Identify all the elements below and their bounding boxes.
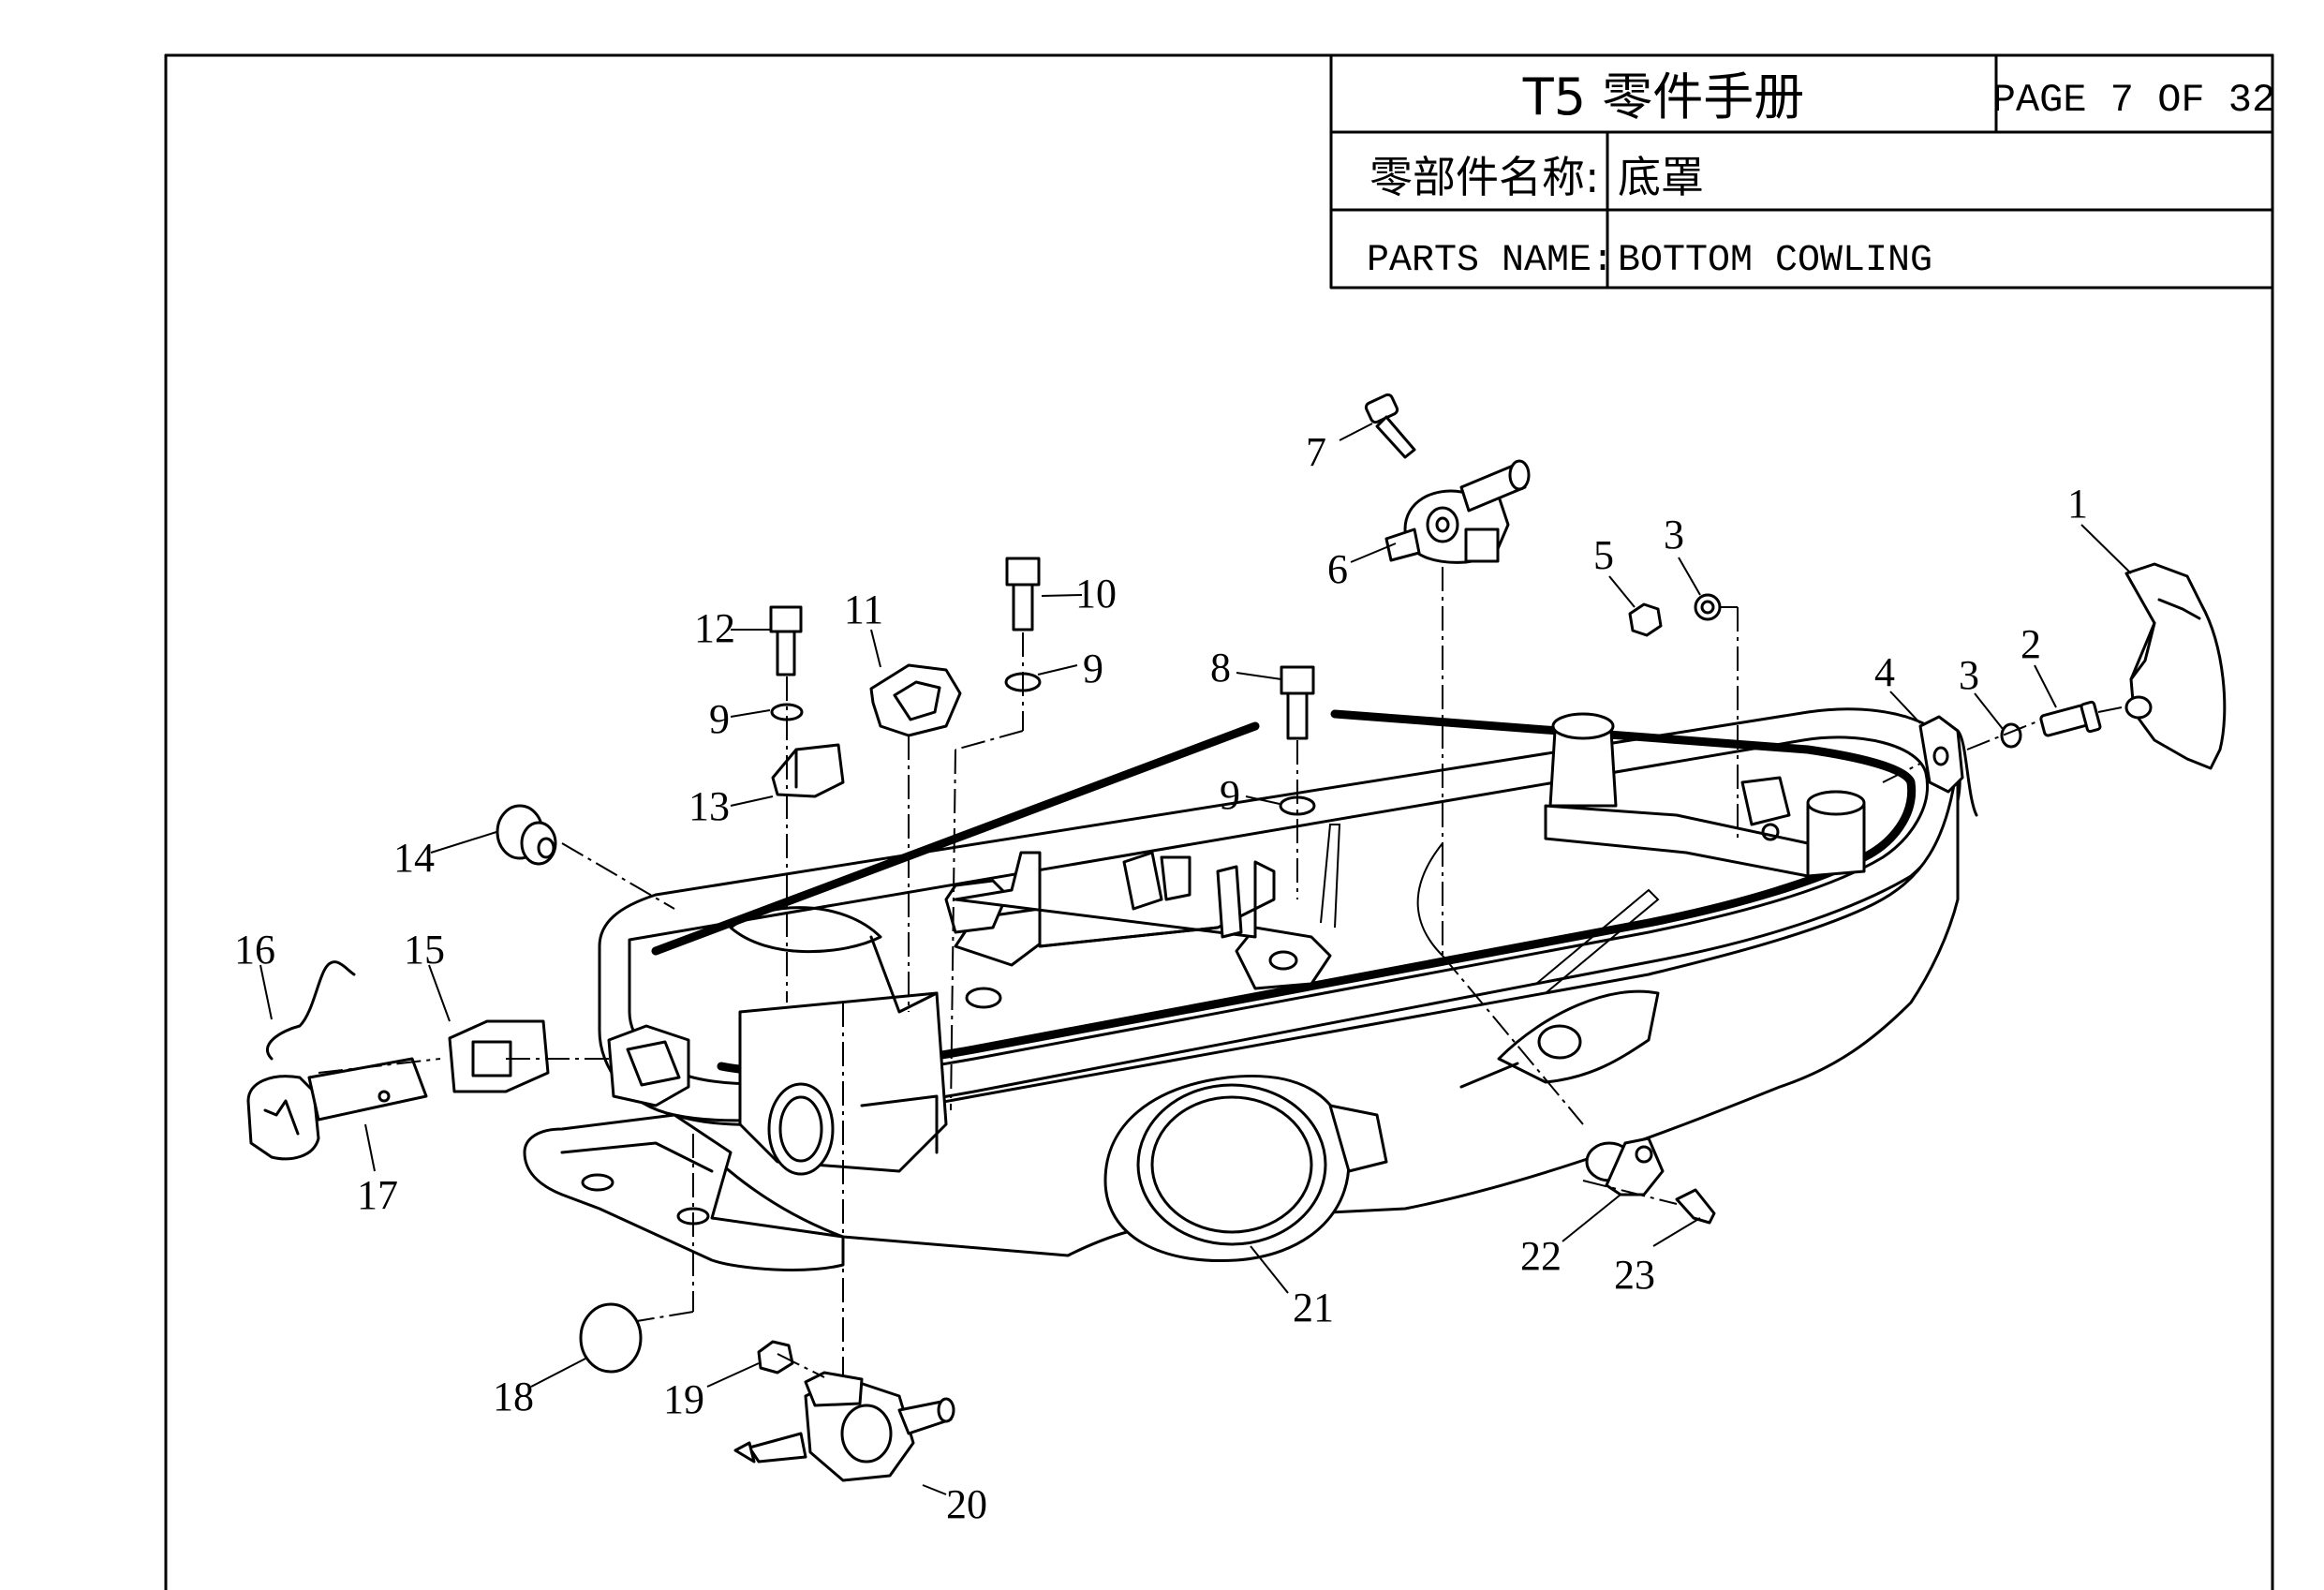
callout-10: 10: [1075, 571, 1117, 617]
part-name-cn-label: 零部件名称:: [1369, 152, 1600, 202]
part-5-nut: [1628, 602, 1663, 637]
callout-3: 3: [1959, 652, 1979, 698]
callout-4: 4: [1874, 649, 1895, 695]
part-8-bolt: [1280, 665, 1315, 740]
callout-13: 13: [688, 783, 730, 829]
model-title: T5 零件手册: [1522, 67, 1805, 126]
callout-20: 20: [946, 1481, 987, 1527]
callout-5: 5: [1593, 532, 1614, 578]
part-15-grommet: [448, 1019, 550, 1093]
part-11-grommet: [869, 663, 962, 737]
callout-1: 1: [2067, 481, 2088, 527]
part-6-fitting: [1384, 459, 1531, 564]
page-label: PAGE 7 OF 32: [1992, 78, 2275, 123]
part-4-clip: [1918, 715, 1978, 817]
part-3-washer: [1694, 593, 1722, 621]
part-18-cap: [579, 1302, 643, 1374]
part-name-en-value: BOTTOM COWLING: [1618, 240, 1932, 282]
part-22-fitting: [1585, 1137, 1665, 1196]
part-1-cover-plate: [2124, 562, 2227, 770]
callout-15: 15: [404, 927, 445, 973]
callout-2: 2: [2021, 621, 2041, 667]
part-7-screw: [1364, 393, 1416, 459]
assembly-centerlines: [318, 567, 2123, 1378]
callout-19: 19: [663, 1376, 704, 1422]
callout-8: 8: [1210, 645, 1231, 691]
part-23-screw: [1675, 1188, 1716, 1225]
callout-9: 9: [1220, 772, 1240, 818]
callout-numbers: 1 2 3 3 4 5 6 7 8 9 9 9 10 11 12 13 14 1…: [234, 429, 2088, 1527]
part-12-bolt: [769, 605, 803, 676]
callout-21: 21: [1293, 1285, 1334, 1330]
callout-12: 12: [694, 605, 735, 651]
callout-17: 17: [357, 1172, 398, 1218]
part-name-cn-value: 底罩: [1618, 152, 1704, 202]
callout-9: 9: [709, 696, 730, 742]
title-block: T5 零件手册 PAGE 7 OF 32 零部件名称: 底罩 PARTS NAM…: [1329, 53, 2275, 290]
part-name-en-label: PARTS NAME:: [1367, 240, 1614, 282]
callout-7: 7: [1306, 429, 1326, 475]
callout-14: 14: [393, 835, 435, 881]
callout-16: 16: [234, 927, 275, 973]
part-20-valve: [733, 1371, 955, 1482]
callout-22: 22: [1520, 1233, 1562, 1279]
part-2-screw: [2039, 700, 2102, 737]
part-13-clip: [771, 743, 845, 798]
callout-3: 3: [1664, 512, 1684, 557]
bottom-cowling-body: [523, 707, 1961, 1271]
callout-11: 11: [844, 587, 883, 632]
part-19-nut: [757, 1340, 794, 1375]
part-16-wire: [265, 960, 356, 1061]
part-17-switch: [246, 1057, 428, 1161]
callout-23: 23: [1614, 1252, 1655, 1298]
callout-18: 18: [493, 1374, 534, 1419]
part-14-plug: [496, 804, 557, 866]
leader-lines: [259, 423, 2132, 1495]
callout-6: 6: [1327, 546, 1348, 592]
part-10-bolt: [1005, 557, 1041, 632]
callout-9: 9: [1083, 646, 1103, 691]
